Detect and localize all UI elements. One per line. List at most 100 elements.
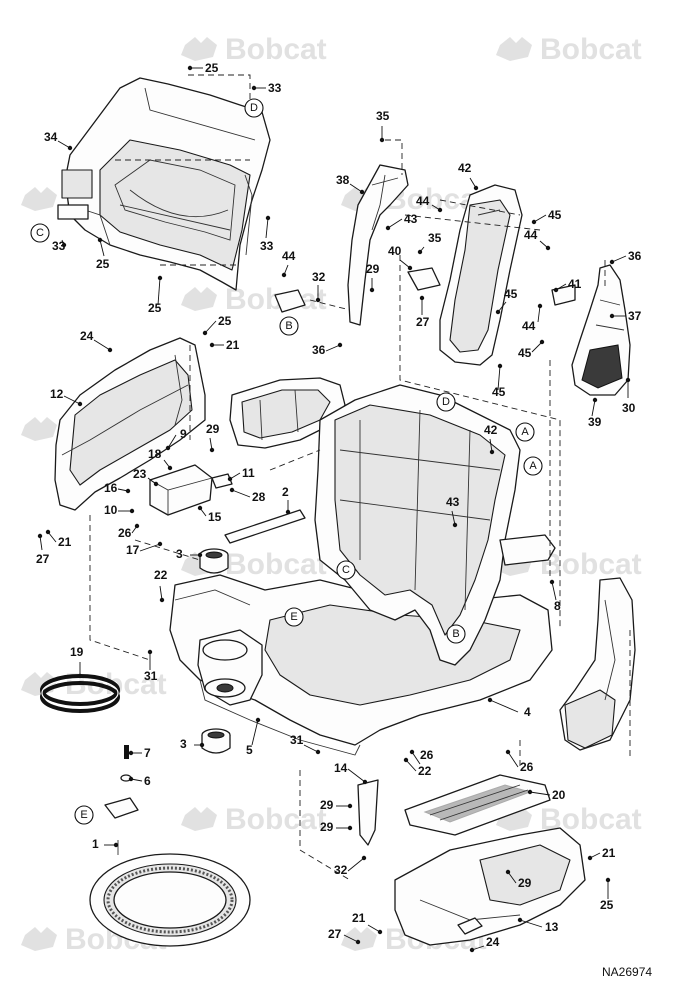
callout-number: 31 [290,733,304,747]
callout-number: 45 [504,287,518,301]
fastener-icon [37,533,43,539]
callout-number: 25 [205,61,219,75]
callout-leader [507,751,519,768]
callout-number: 34 [44,130,58,144]
reference-circle [336,560,356,580]
callout-leader [99,239,105,257]
callout-1: 1 [92,837,119,851]
callout-18: 18 [148,447,173,471]
callout-number: 37 [628,309,642,323]
reference-marker-B: B [279,316,299,336]
svg-text:Bobcat: Bobcat [225,803,327,836]
fastener-icon [452,522,458,528]
callout-leader [159,585,163,601]
callout-29: 29 [320,820,353,834]
bobcat-logo-icon [21,927,57,951]
callout-leader [139,543,161,552]
callout-22: 22 [403,757,432,778]
callout-9: 9 [165,427,187,451]
bobcat-logo-icon [21,417,57,441]
part-floor-shield [229,377,346,449]
fastener-icon [209,342,215,348]
fastener-icon [473,185,479,191]
svg-text:Bobcat: Bobcat [540,33,642,66]
callout-number: 42 [484,423,498,437]
callout-26: 26 [409,748,434,765]
fastener-icon [487,697,493,703]
fastener-icon [187,65,193,71]
fastener-icon [407,265,413,271]
reference-circle [30,223,50,243]
fastener-icon [97,237,103,243]
fastener-icon [315,749,321,755]
fastener-icon [361,855,367,861]
fastener-icon [255,717,261,723]
part-e-plate [104,797,139,855]
callout-23: 23 [133,467,159,487]
svg-text:Bobcat: Bobcat [225,33,327,66]
fastener-icon [134,523,140,529]
fastener-icon [113,842,119,848]
fastener-icon [251,85,257,91]
callout-number: 44 [524,228,538,242]
reference-letter: D [250,102,258,114]
callout-number: 35 [428,231,442,245]
fastener-icon [545,245,551,251]
part-14-bracket [357,779,379,846]
fastener-icon [315,297,321,303]
callout-leader [451,510,456,526]
callout-leader [591,399,596,417]
fastener-icon [209,447,215,453]
callout-number: 22 [418,764,432,778]
fastener-icon [419,295,425,301]
fastener-icon [362,779,368,785]
fastener-icon [167,465,173,471]
callout-leader [537,305,541,323]
callout-34: 34 [44,130,73,151]
callout-38: 38 [336,173,365,195]
callout-32: 32 [312,270,326,303]
callout-number: 21 [602,846,616,860]
callout-number: 30 [622,401,636,415]
callout-30: 30 [622,377,636,415]
fastener-icon [128,776,134,782]
bobcat-logo-icon [496,37,532,61]
callout-number: 29 [518,876,532,890]
callout-44: 44 [281,249,296,278]
fastener-icon [553,287,559,293]
fastener-icon [265,215,271,221]
callout-leader [497,365,501,391]
reference-circle [515,422,535,442]
callout-number: 29 [320,820,334,834]
callout-35: 35 [376,109,390,143]
callout-25: 25 [187,61,219,75]
fastener-icon [505,869,511,875]
callout-26: 26 [505,749,534,774]
callout-leader [325,344,341,352]
callout-13: 13 [517,917,559,934]
callout-2: 2 [282,485,291,515]
callout-25: 25 [202,314,232,336]
callout-number: 6 [144,774,151,788]
fastener-icon [197,552,203,558]
callout-number: 42 [458,161,472,175]
callout-number: 25 [600,898,614,912]
fastener-icon [227,476,233,482]
part-34-rear-panel [57,77,271,291]
callout-number: 18 [148,447,162,461]
callout-leader [411,751,421,765]
part-2-bar [224,509,306,544]
fastener-icon [285,509,291,515]
svg-text:Bobcat: Bobcat [225,283,327,316]
callout-number: 44 [282,249,296,263]
callout-leader [343,934,359,943]
callout-21: 21 [45,529,72,549]
callout-10: 10 [104,503,135,517]
callout-number: 26 [420,748,434,762]
callout-leader [157,277,161,306]
reference-marker-D: D [436,392,456,412]
fastener-icon [505,749,511,755]
fastener-icon [347,803,353,809]
callout-14: 14 [334,761,368,785]
